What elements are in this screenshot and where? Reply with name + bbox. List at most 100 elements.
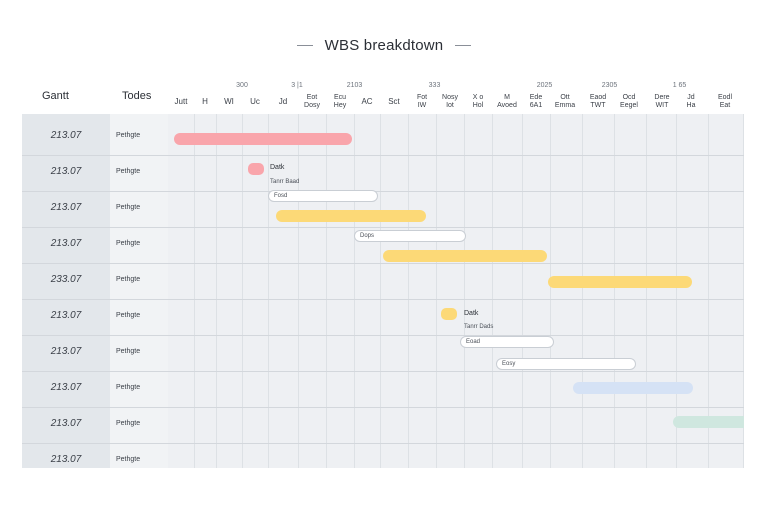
task-bar-yellow[interactable] (548, 276, 692, 288)
row-id[interactable]: 213.07 (50, 381, 82, 393)
grid-line (550, 114, 551, 468)
column-header[interactable]: WI (224, 97, 234, 106)
row-divider (22, 335, 744, 336)
title-rule-right (455, 44, 472, 46)
row-task[interactable]: Pethgte (116, 131, 141, 139)
row-id[interactable]: 213.07 (50, 165, 82, 177)
grid-line (354, 114, 355, 468)
task-pill[interactable]: Eosy (496, 358, 636, 370)
column-header[interactable]: Nosy Iot (442, 94, 458, 109)
task-bar-blue[interactable] (573, 382, 693, 394)
title-bar: WBS breakdtown (0, 32, 768, 58)
milestone-title: Datk (270, 164, 285, 171)
row-task[interactable]: Pethgte (116, 419, 141, 427)
row-task[interactable]: Pethgte (116, 275, 141, 283)
row-task[interactable]: Pethgte (116, 167, 141, 175)
row-id[interactable]: 213.07 (50, 129, 82, 141)
milestone-marker[interactable] (441, 308, 457, 320)
grid-line (408, 114, 409, 468)
column-header[interactable]: H (202, 97, 208, 106)
task-pill[interactable]: Fosd (268, 190, 378, 202)
column-header[interactable]: Fot IW (416, 94, 428, 109)
id-column (22, 114, 110, 468)
title-rule-left (296, 44, 313, 46)
column-header[interactable]: Ede 6A1 (529, 94, 543, 109)
column-header[interactable]: Jutt (174, 97, 188, 106)
grid-line (676, 114, 677, 468)
column-header[interactable]: Sct (388, 97, 400, 106)
row-divider (22, 227, 744, 228)
task-bar-yellow[interactable] (276, 210, 426, 222)
column-header[interactable]: Uc (250, 97, 260, 106)
task-pill[interactable]: Dops (354, 230, 466, 242)
row-task[interactable]: Pethgte (116, 347, 141, 355)
task-pill[interactable]: Eoad (460, 336, 554, 348)
column-header[interactable]: Eaod TWT (589, 94, 607, 109)
row-task[interactable]: Pethgte (116, 239, 141, 247)
column-header[interactable]: Ott Emma (554, 94, 576, 109)
column-header[interactable]: Eodl Eat (717, 94, 732, 109)
group-label: 2305 (601, 82, 618, 89)
grid-line (708, 114, 709, 468)
gantt-body: 213.07 Pethgte 213.07 Pethgte 213.07 Pet… (22, 114, 744, 468)
task-bar-yellow[interactable] (383, 250, 547, 262)
column-header[interactable]: X o Hol (472, 94, 484, 109)
column-header[interactable]: Ecu Hey (333, 94, 347, 109)
row-divider (22, 443, 744, 444)
gantt-chart: Gantt Todes 300 3 |1 2103 333 2025 2305 … (22, 78, 744, 468)
row-id[interactable]: 213.07 (50, 237, 82, 249)
row-task[interactable]: Pethgte (116, 383, 141, 391)
grid-line (380, 114, 381, 468)
group-label: 1 65 (672, 82, 687, 89)
row-id[interactable]: 233.07 (50, 273, 82, 285)
task-bar-pink[interactable] (174, 133, 352, 145)
row-divider (22, 371, 744, 372)
row-id[interactable]: 213.07 (50, 345, 82, 357)
column-header[interactable]: Dere WIT (654, 94, 670, 109)
header-tasks[interactable]: Todes (122, 90, 152, 102)
row-divider (22, 299, 744, 300)
row-task[interactable]: Pethgte (116, 311, 141, 319)
row-task[interactable]: Pethgte (116, 203, 141, 211)
row-id[interactable]: 213.07 (50, 309, 82, 321)
grid-line (242, 114, 243, 468)
grid-line (743, 114, 744, 468)
milestone-title: Datk (464, 310, 479, 317)
group-label: 333 (428, 82, 441, 89)
timeline-area (168, 114, 744, 468)
task-column (110, 114, 168, 468)
task-bar-green[interactable] (673, 416, 744, 428)
grid-line (436, 114, 437, 468)
group-label: 2103 (346, 82, 363, 89)
group-label: 300 (236, 82, 248, 89)
row-divider (22, 263, 744, 264)
column-header[interactable]: AC (361, 97, 373, 106)
row-task[interactable]: Pethgte (116, 455, 141, 463)
row-id[interactable]: 213.07 (50, 201, 82, 213)
grid-line (194, 114, 195, 468)
milestone-subtitle: Tanrr Baad (270, 179, 300, 185)
header-gantt[interactable]: Gantt (42, 90, 69, 102)
grid-line (646, 114, 647, 468)
grid-line (216, 114, 217, 468)
milestone-marker[interactable] (248, 163, 264, 175)
column-header[interactable]: Jd Ha (686, 94, 696, 109)
row-id[interactable]: 213.07 (50, 417, 82, 429)
grid-line (522, 114, 523, 468)
column-header[interactable]: Eot Dosy (304, 94, 320, 109)
grid-line (268, 114, 269, 468)
column-header[interactable]: Ocd Eegel (620, 94, 638, 109)
row-divider (22, 407, 744, 408)
row-id[interactable]: 213.07 (50, 453, 82, 465)
grid-line (326, 114, 327, 468)
grid-line (492, 114, 493, 468)
grid-line (298, 114, 299, 468)
column-header[interactable]: Jd (278, 97, 288, 106)
grid-line (582, 114, 583, 468)
gantt-header: Gantt Todes 300 3 |1 2103 333 2025 2305 … (22, 78, 744, 115)
column-header[interactable]: M Avoed (497, 94, 517, 109)
grid-line (614, 114, 615, 468)
row-divider (22, 191, 744, 192)
page-title: WBS breakdtown (324, 36, 444, 54)
group-label: 3 |1 (291, 82, 303, 89)
